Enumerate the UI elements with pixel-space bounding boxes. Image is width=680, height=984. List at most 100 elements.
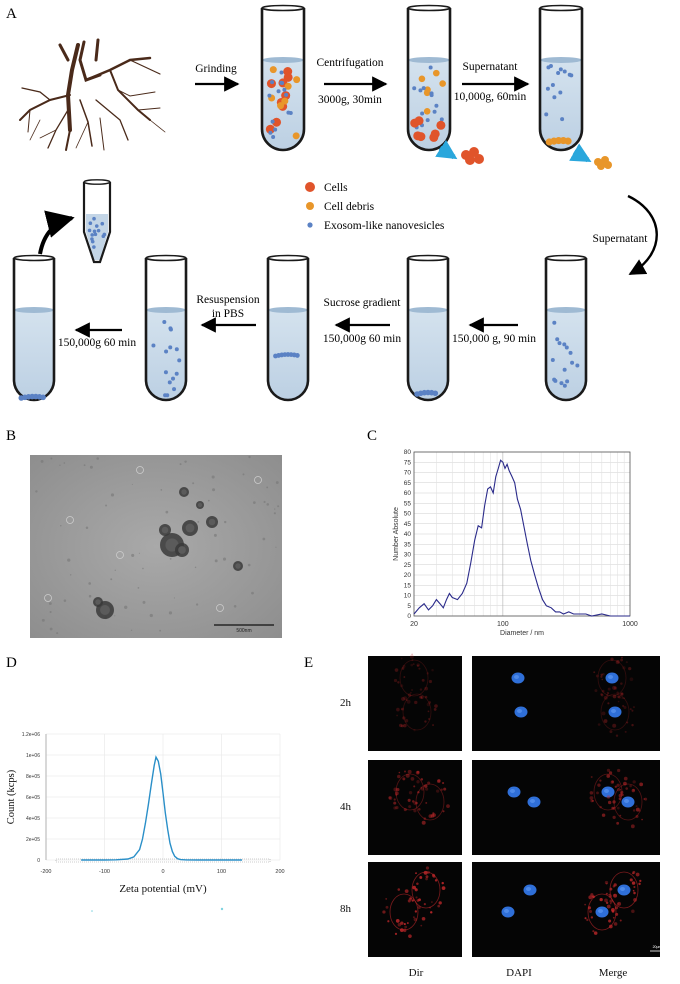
dir-signal <box>633 891 636 895</box>
dir-signal <box>588 895 593 900</box>
dir-signal <box>596 791 599 795</box>
confocal-panel <box>472 656 566 751</box>
dir-signal <box>406 699 411 704</box>
dir-signal <box>631 788 635 793</box>
dir-signal <box>409 897 412 900</box>
dir-signal <box>385 897 388 900</box>
dir-signal <box>434 879 438 882</box>
tem-speck <box>70 574 72 576</box>
debris-particle <box>269 66 277 74</box>
artifact-dot <box>91 910 93 912</box>
vesicle-pellet <box>40 394 46 401</box>
legend-vesicles: Exosom-like nanovesicles <box>324 220 445 232</box>
dir-signal <box>417 791 420 794</box>
panel-a: A Grinding C <box>6 4 658 402</box>
vesicle-particle <box>276 89 281 94</box>
dir-signal <box>618 797 622 801</box>
x-tick-label: 100 <box>217 869 226 875</box>
label-150k-90: 150,000 g, 90 min <box>452 333 536 345</box>
dir-signal <box>614 785 617 788</box>
confocal-panel <box>368 862 462 957</box>
dir-signal <box>612 815 616 820</box>
y-tick-label: 20 <box>404 572 412 579</box>
cell-particle <box>414 116 424 126</box>
dir-signal <box>643 798 646 800</box>
panel-label-e: E <box>304 655 313 671</box>
dir-signal <box>625 661 628 664</box>
dir-signal <box>400 921 404 925</box>
debris-particle <box>281 97 289 105</box>
dir-signal <box>400 724 404 728</box>
tube-liquid <box>408 310 448 400</box>
dir-signal <box>433 708 437 711</box>
tube-rim <box>83 179 111 185</box>
tem-speck <box>41 618 45 622</box>
tem-speck <box>277 505 280 508</box>
arrow-supernatant-2 <box>627 194 658 276</box>
vesicle-particle <box>544 112 549 117</box>
cell-outline <box>395 773 425 811</box>
y-tick-label: 70 <box>404 470 412 477</box>
vesicle-particle <box>421 86 426 91</box>
tube-rim <box>539 4 583 12</box>
nucleus-highlight <box>510 789 515 793</box>
dir-signal <box>632 870 636 874</box>
dir-signal <box>424 686 429 691</box>
x-axis-label: Zeta potential (mV) <box>119 883 207 895</box>
vesicle-particle <box>558 67 563 72</box>
tube-sucrose <box>266 254 310 402</box>
label-supernatant-1-speed: 10,000g, 60min <box>454 91 527 103</box>
y-axis-label: Number Absolute <box>393 507 400 561</box>
dir-signal <box>397 774 401 779</box>
dir-signal <box>619 692 624 697</box>
dir-signal <box>401 696 406 701</box>
tube-wall <box>260 8 306 152</box>
dir-signal <box>432 812 435 815</box>
dir-signal <box>393 678 398 683</box>
nucleus-highlight <box>530 799 535 803</box>
label-150k-60a: 150,000g 60 min <box>323 333 402 345</box>
dir-signal <box>401 667 405 670</box>
legend-cells-swatch <box>305 182 315 192</box>
vesicle-particle <box>434 103 439 108</box>
dir-signal <box>599 805 602 809</box>
dir-signal <box>610 657 614 661</box>
dir-signal <box>411 688 414 692</box>
dir-signal <box>593 931 598 935</box>
vesicle-particle <box>550 82 555 87</box>
row-label: 4h <box>340 801 352 813</box>
baseline-band <box>55 858 271 863</box>
x-axis-label: Diameter / nm <box>500 630 544 637</box>
dir-signal <box>616 660 620 664</box>
dir-signal <box>601 678 604 681</box>
dir-signal <box>430 814 435 818</box>
tem-vesicle-core <box>197 502 203 508</box>
debris-particle <box>418 75 426 83</box>
tem-speck <box>247 563 251 567</box>
tube-meniscus <box>546 307 586 313</box>
dir-signal <box>410 663 414 667</box>
dir-signal <box>387 920 390 923</box>
nucleus-highlight <box>624 799 629 803</box>
dir-signal <box>407 693 412 697</box>
dir-signal <box>394 791 399 796</box>
tem-speck <box>114 615 116 617</box>
tem-speck <box>275 546 277 548</box>
cell-outline <box>389 893 419 931</box>
tem-speck <box>48 602 52 606</box>
vesicle-particle <box>92 229 97 234</box>
confocal-panel <box>472 862 566 957</box>
row-label: 2h <box>340 697 352 709</box>
debris-particle <box>423 107 431 115</box>
tem-speck <box>110 493 115 497</box>
dir-signal <box>425 787 429 791</box>
vesicle-particle <box>174 347 179 352</box>
cell-outline <box>597 659 627 697</box>
dir-signal <box>411 659 414 662</box>
tem-vesicle-core <box>181 489 187 495</box>
dir-signal <box>631 881 636 885</box>
dir-signal <box>619 788 622 791</box>
tem-speck <box>138 552 140 554</box>
dir-signal <box>403 723 407 728</box>
dir-signal <box>621 697 624 700</box>
